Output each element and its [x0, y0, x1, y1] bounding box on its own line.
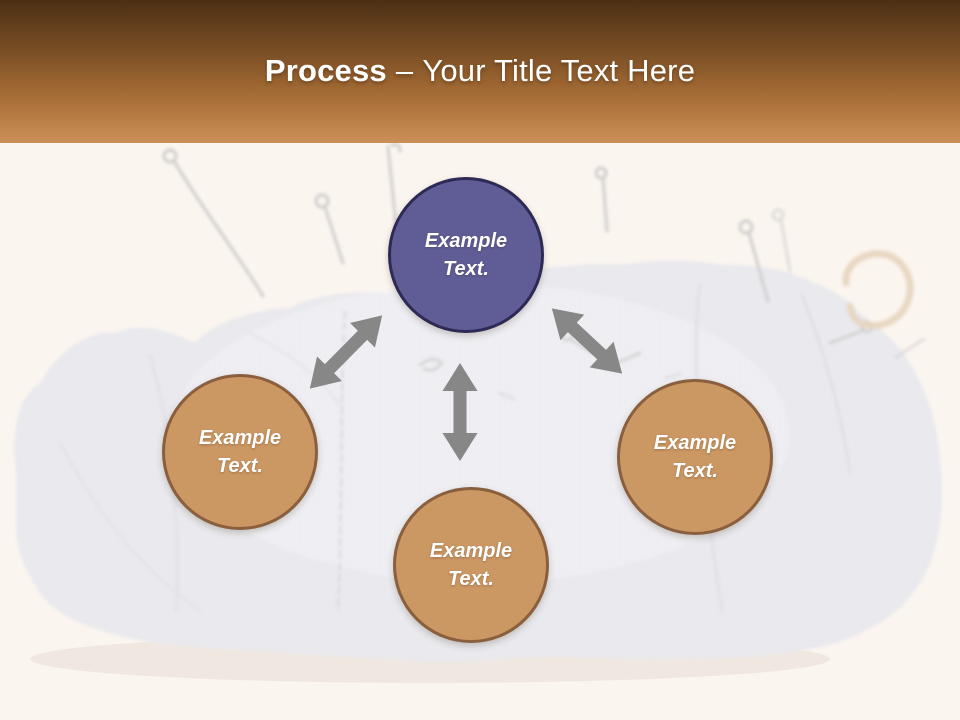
node-label-line: Text.	[217, 455, 263, 477]
process-node-left[interactable]: Example Text.	[162, 374, 318, 530]
title-dash: –	[395, 53, 414, 89]
node-label-line: Example	[653, 432, 737, 454]
process-node-bottom[interactable]: Example Text.	[393, 487, 549, 643]
pin-icon	[314, 193, 345, 265]
pin-icon	[594, 166, 609, 233]
slide-title[interactable]: Process–Your Title Text Here	[265, 54, 695, 88]
process-node-top[interactable]: Example Text.	[388, 177, 544, 333]
pin-icon	[771, 208, 792, 273]
title-bar: Process–Your Title Text Here	[0, 0, 960, 143]
node-label-line: Text.	[672, 460, 718, 482]
node-label-line: Text.	[443, 258, 489, 280]
process-node-right[interactable]: Example Text.	[617, 379, 773, 535]
title-placeholder-text: Your Title Text Here	[422, 53, 696, 89]
node-label-line: Example	[424, 230, 508, 252]
node-label-line: Example	[429, 540, 513, 562]
node-label-line: Text.	[448, 568, 494, 590]
pin-icon	[738, 219, 770, 303]
title-emphasis: Process	[264, 53, 387, 89]
pin-icon	[162, 148, 265, 298]
node-label-line: Example	[198, 427, 282, 449]
twine-loop	[842, 250, 914, 330]
